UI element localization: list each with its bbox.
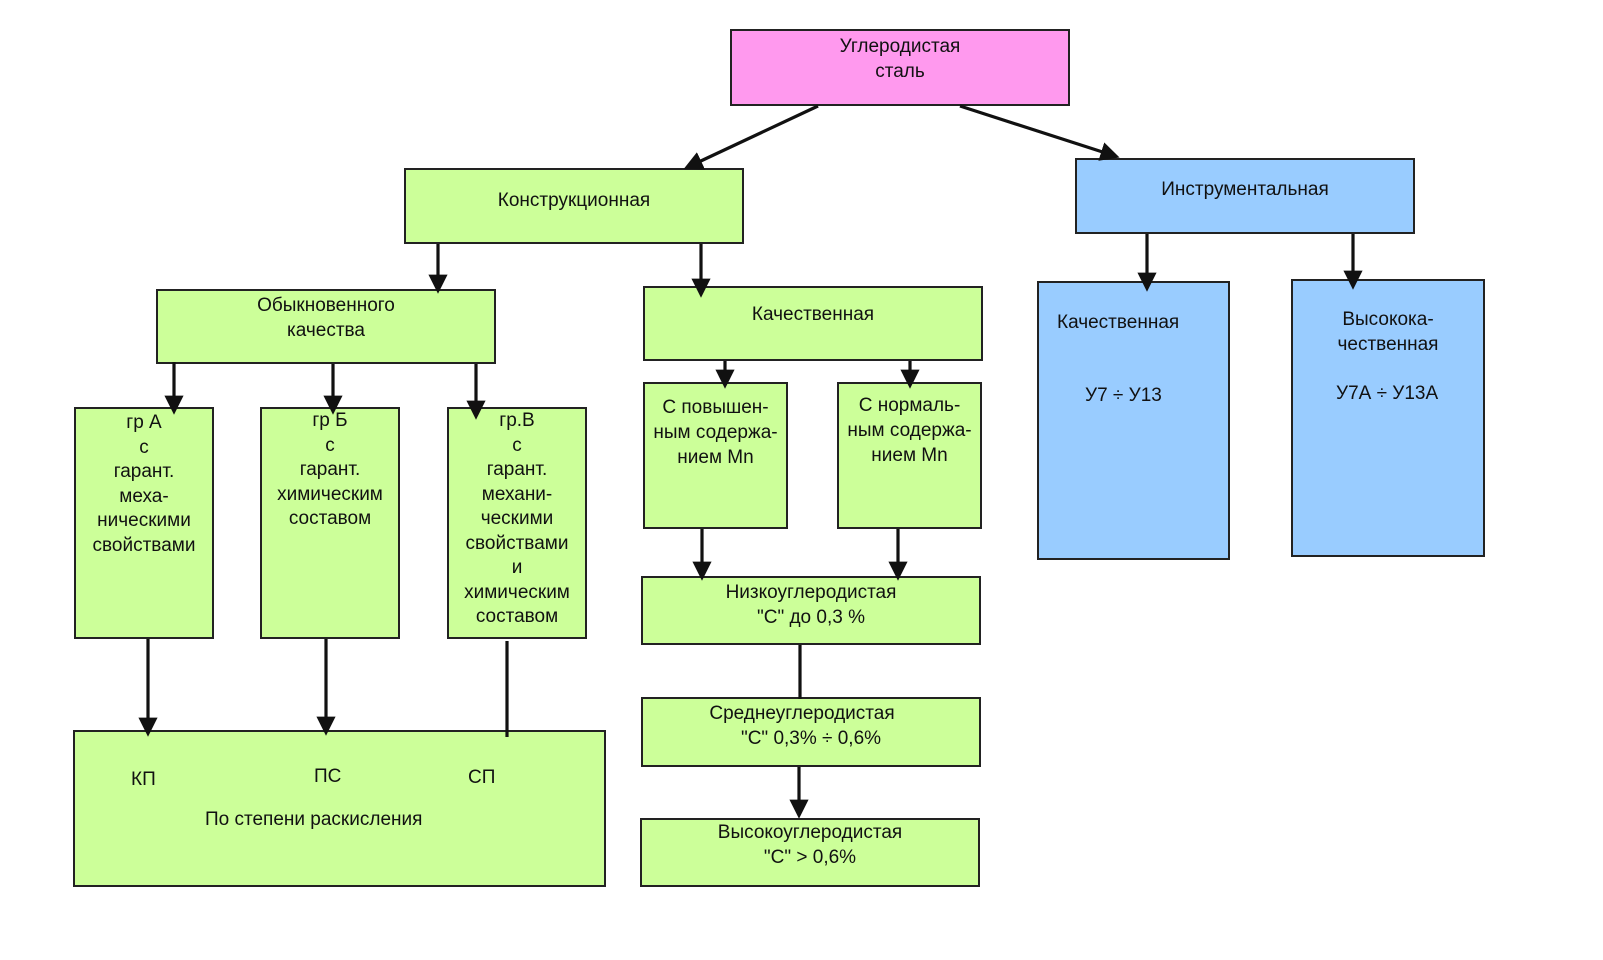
construction-steel-box: Конструкционная xyxy=(404,168,744,244)
instr-high-quality-box: Высокока- чественная У7А ÷ У13А xyxy=(1291,279,1485,557)
group-b-line-5: составом xyxy=(288,508,372,529)
group-v-line-6: свойствами xyxy=(465,532,569,554)
deoxidation-box: КП ПС СП По степени раскисления xyxy=(73,730,606,887)
medium-carbon-box: Среднеуглеродистая "С" 0,3% ÷ 0,6% xyxy=(641,697,981,767)
high-carbon-line-2: "С" > 0,6% xyxy=(763,847,857,868)
group-b-line-1: гр Б xyxy=(312,410,348,431)
group-v-line-9: составом xyxy=(475,606,559,627)
instr-quality-box: Качественная У7 ÷ У13 xyxy=(1037,281,1230,560)
group-b-line-3: гарант. xyxy=(299,459,361,480)
low-carbon-line-1: Низкоуглеродистая xyxy=(725,582,897,603)
high-mn-line-1: С повышен- xyxy=(662,397,769,418)
instrumental-steel-box: Инструментальная xyxy=(1075,158,1415,234)
carbon-steel-line-2: сталь xyxy=(875,61,925,82)
group-a-box: гр А с гарант. меха- ническими свойствам… xyxy=(74,407,214,639)
medium-carbon-line-2: "С" 0,3% ÷ 0,6% xyxy=(740,728,882,749)
group-v-line-5: ческими xyxy=(480,508,554,529)
instrumental-steel-label: Инструментальная xyxy=(1161,179,1329,200)
group-b-line-4: химическим xyxy=(277,483,383,505)
medium-carbon-line-1: Среднеуглеродистая xyxy=(709,703,895,724)
normal-mn-box: С нормаль- ным содержа- нием Mn xyxy=(837,382,982,529)
group-v-line-1: гр.В xyxy=(499,410,535,431)
group-a-line-6: свойствами xyxy=(92,534,196,556)
quality-steel-label: Качественная xyxy=(751,304,875,325)
group-b-box: гр Б с гарант. химическим составом xyxy=(260,407,400,639)
group-v-line-8: химическим xyxy=(464,581,570,603)
group-v-line-4: механи- xyxy=(481,483,553,505)
group-a-line-2: с xyxy=(139,436,149,458)
group-a-line-1: гр А xyxy=(126,412,162,433)
group-a-line-3: гарант. xyxy=(113,461,175,482)
arrow-root-to-instrumental xyxy=(959,104,1120,161)
instr-high-quality-line-1: Высокока- xyxy=(1342,309,1434,330)
instr-quality-grades: У7 ÷ У13 xyxy=(1085,385,1162,406)
instr-quality-label: Качественная xyxy=(1057,312,1180,333)
group-v-box: гр.В с гарант. механи- ческими свойствам… xyxy=(447,407,587,639)
group-v-line-3: гарант. xyxy=(486,459,548,480)
ordinary-quality-line-1: Обыкновенного xyxy=(257,295,395,316)
group-a-line-5: ническими xyxy=(97,510,191,531)
high-mn-line-3: нием Mn xyxy=(677,447,754,468)
high-carbon-box: Высокоуглеродистая "С" > 0,6% xyxy=(640,818,980,887)
sp-label: СП xyxy=(468,767,496,788)
ps-label: ПС xyxy=(314,766,342,787)
instr-high-quality-line-2: чественная xyxy=(1337,334,1439,355)
group-v-line-7: и xyxy=(511,557,523,578)
low-carbon-box: Низкоуглеродистая "С" до 0,3 % xyxy=(641,576,981,645)
kp-label: КП xyxy=(131,769,156,790)
quality-steel-box: Качественная xyxy=(643,286,983,361)
normal-mn-line-3: нием Mn xyxy=(871,445,948,466)
arrow-root-to-construction xyxy=(683,104,819,170)
high-mn-box: С повышен- ным содержа- нием Mn xyxy=(643,382,788,529)
ordinary-quality-line-2: качества xyxy=(287,320,365,341)
normal-mn-line-2: ным содержа- xyxy=(847,420,972,441)
high-mn-line-2: ным содержа- xyxy=(653,422,778,443)
group-v-line-2: с xyxy=(512,434,522,456)
low-carbon-line-2: "С" до 0,3 % xyxy=(756,607,865,628)
normal-mn-line-1: С нормаль- xyxy=(858,395,961,416)
group-b-line-2: с xyxy=(325,434,335,456)
high-carbon-line-1: Высокоуглеродистая xyxy=(717,822,903,843)
ordinary-quality-box: Обыкновенного качества xyxy=(156,289,496,364)
carbon-steel-line-1: Углеродистая xyxy=(839,36,961,57)
construction-steel-label: Конструкционная xyxy=(497,190,651,211)
group-a-line-4: меха- xyxy=(119,485,169,507)
instr-high-quality-grades: У7А ÷ У13А xyxy=(1336,383,1439,404)
carbon-steel-box: Углеродистая сталь xyxy=(730,29,1070,106)
deoxidation-caption: По степени раскисления xyxy=(205,809,423,830)
